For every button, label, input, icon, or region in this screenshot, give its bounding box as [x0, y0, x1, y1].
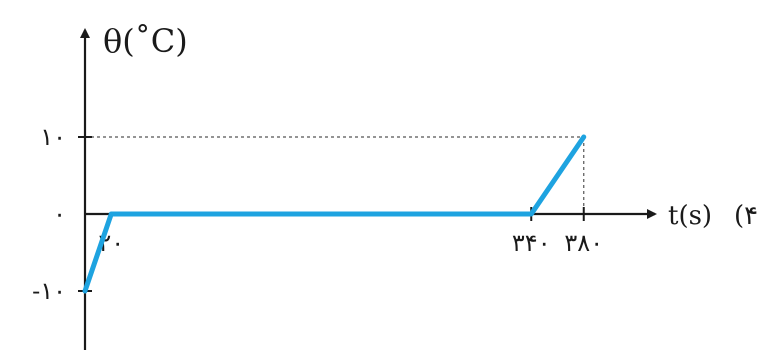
y-tick-label-2: -۱۰	[32, 277, 66, 305]
y-axis-label: θ(˚C)	[103, 22, 188, 60]
x-axis-label: t(s)	[668, 201, 712, 231]
x-tick-label-2: ۳۸۰	[564, 229, 603, 257]
y-tick-label-1: ۰	[53, 200, 66, 228]
series-layer	[82, 134, 587, 294]
series-line-0	[82, 134, 587, 294]
x-tick-label-1: ۳۴۰	[512, 229, 551, 257]
option-label: (۴	[734, 201, 758, 231]
y-tick-label-0: ۱۰	[40, 123, 66, 151]
guide-lines	[85, 136, 585, 214]
